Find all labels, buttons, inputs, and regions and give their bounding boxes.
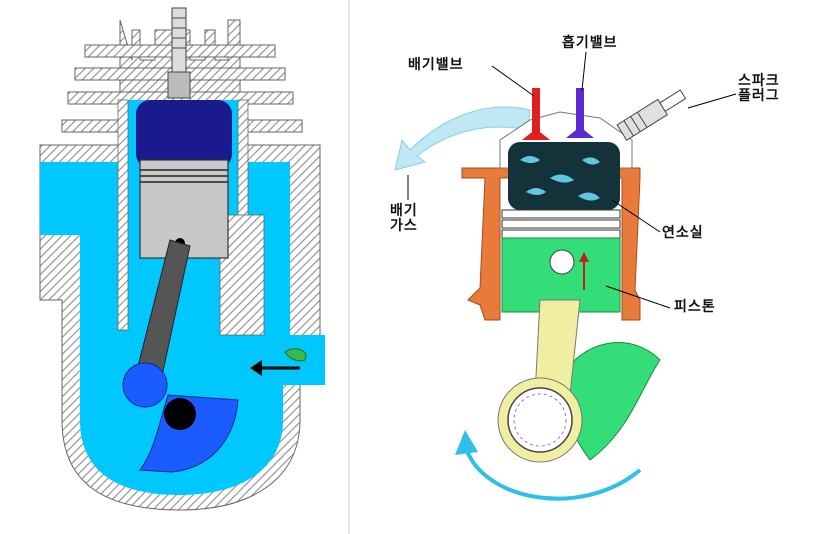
crank-rotation-arrow [463, 444, 642, 501]
combustion-chamber [136, 100, 232, 168]
crankshaft [122, 362, 239, 473]
intake-valve-leader [581, 51, 587, 91]
label-piston: 피스톤 [674, 299, 716, 315]
exhaust-valve-leader [491, 65, 535, 97]
panel-divider [348, 0, 350, 534]
label-exhaust-valve: 배기밸브 [408, 57, 464, 73]
label-exhaust-gas: 배기 가스 [390, 203, 418, 234]
spark-plug-leader [687, 93, 737, 109]
four-stroke-engine-svg [394, 51, 737, 501]
label-intake-valve: 흡기밸브 [562, 35, 618, 51]
exhaust-valve [522, 88, 550, 140]
intake-arrow [250, 348, 307, 376]
label-spark-plug: 스파크 플러그 [738, 73, 780, 104]
combustion-chamber-leader [611, 199, 661, 233]
spark-plug-right [616, 89, 687, 141]
piston-leader [605, 285, 671, 309]
four-stroke-engine-diagram: 배기밸브 흡기밸브 스파크 플러그 배기 가스 연소실 피스톤 [350, 0, 832, 534]
spark-plug [167, 7, 191, 99]
intake-valve [566, 88, 594, 138]
piston [139, 159, 229, 259]
exhaust-flow-arrow [394, 106, 531, 171]
two-stroke-engine-diagram [0, 0, 348, 534]
wrist-pin [549, 249, 575, 275]
two-stroke-engine-svg [39, 7, 325, 511]
label-combustion-chamber: 연소실 [662, 225, 704, 241]
piston-rings [501, 209, 621, 239]
